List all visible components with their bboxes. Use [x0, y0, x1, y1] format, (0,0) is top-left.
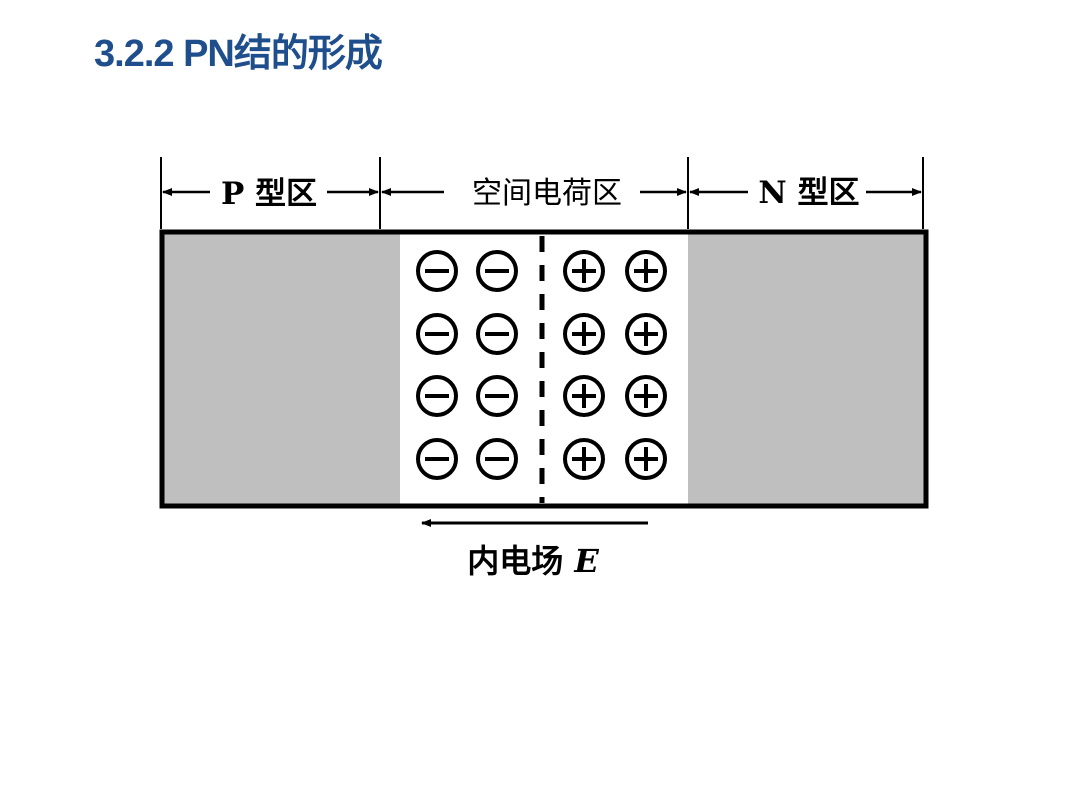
ion-circle [476, 375, 518, 417]
negative-ion-8 [476, 438, 518, 480]
negative-ion-2 [476, 250, 518, 292]
ion-circle [563, 250, 605, 292]
ion-circle [625, 438, 667, 480]
ion-circle [416, 313, 458, 355]
p-region-label: P 型区 [221, 176, 317, 212]
negative-ion-5 [416, 375, 458, 417]
negative-ion-4 [476, 313, 518, 355]
ion-circle [476, 313, 518, 355]
positive-ion-2 [625, 250, 667, 292]
ion-circle [416, 438, 458, 480]
p-region [163, 233, 400, 505]
negative-ion-1 [416, 250, 458, 292]
positive-ion-3 [563, 313, 605, 355]
slide-title: 3.2.2 PN结的形成 [94, 33, 383, 75]
ion-circle [563, 438, 605, 480]
internal-field-text: 内电场 [467, 542, 574, 580]
n-region-label: N 型区 [758, 175, 859, 211]
positive-ion-6 [625, 375, 667, 417]
n-region [688, 233, 925, 505]
ion-circle [563, 375, 605, 417]
semiconductor-outline [159, 229, 929, 509]
ion-circle [416, 250, 458, 292]
ion-circle [563, 313, 605, 355]
positive-ion-5 [563, 375, 605, 417]
ion-circle [416, 375, 458, 417]
ion-circle [476, 250, 518, 292]
negative-ion-3 [416, 313, 458, 355]
ion-circle [625, 250, 667, 292]
ion-circle [625, 375, 667, 417]
positive-ion-8 [625, 438, 667, 480]
negative-ion-7 [416, 438, 458, 480]
space-charge-ions [416, 250, 667, 480]
depletion-region-label: 空间电荷区 [472, 176, 622, 211]
ion-circle [625, 313, 667, 355]
positive-ion-7 [563, 438, 605, 480]
ion-circle [476, 438, 518, 480]
positive-ion-1 [563, 250, 605, 292]
positive-ion-4 [625, 313, 667, 355]
internal-field-symbol: E [573, 542, 599, 580]
negative-ion-6 [476, 375, 518, 417]
internal-field-label: 内电场 E [467, 542, 599, 580]
